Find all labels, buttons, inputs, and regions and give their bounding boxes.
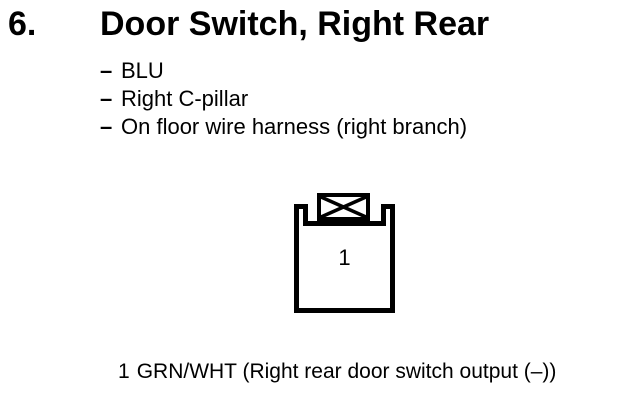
dash-bullet: –	[100, 58, 113, 83]
details-list: – BLU – Right C-pillar – On floor wire h…	[100, 57, 467, 141]
detail-location: Right C-pillar	[121, 86, 249, 111]
keyway-crossed-box-icon	[317, 193, 370, 221]
section-number: 6.	[8, 5, 37, 43]
legend-description: GRN/WHT (Right rear door switch output (…	[136, 360, 557, 383]
dash-bullet: –	[100, 86, 113, 111]
legend-pin-number: 1	[118, 360, 130, 383]
list-item: – On floor wire harness (right branch)	[100, 113, 467, 141]
page-title: Door Switch, Right Rear	[100, 5, 490, 43]
list-item: – Right C-pillar	[100, 85, 467, 113]
list-item: – BLU	[100, 57, 467, 85]
detail-harness: On floor wire harness (right branch)	[121, 114, 468, 139]
detail-wire-color: BLU	[121, 58, 164, 83]
dash-bullet: –	[100, 114, 113, 139]
pin-legend: 1 GRN/WHT (Right rear door switch output…	[118, 358, 556, 385]
connector-body-outline	[294, 204, 395, 313]
connector-pin-label: 1	[338, 245, 351, 270]
connector-diagram	[294, 193, 395, 313]
